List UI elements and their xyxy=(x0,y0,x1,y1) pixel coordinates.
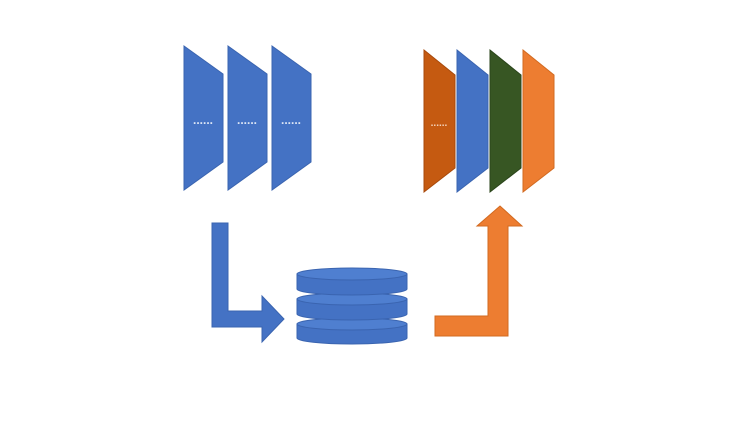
down-right-arrow xyxy=(211,222,285,344)
left-segment-3: ...... xyxy=(271,45,312,191)
right-segment-3 xyxy=(489,48,522,194)
left-segment-2: ...... xyxy=(227,45,268,191)
right-segment-1-ellipsis: ...... xyxy=(431,118,448,129)
database-icon xyxy=(296,267,408,345)
right-segment-1: ...... xyxy=(423,48,456,194)
left-segment-3-ellipsis: ...... xyxy=(281,113,301,127)
right-segment-2 xyxy=(456,48,489,194)
left-segment-1: ...... xyxy=(183,45,224,191)
right-segment-stack: ...... xyxy=(423,48,555,194)
left-segment-1-ellipsis: ...... xyxy=(193,113,213,127)
left-segment-stack: ...... ...... ...... xyxy=(183,45,312,191)
left-segment-2-ellipsis: ...... xyxy=(237,113,257,127)
right-segment-4 xyxy=(522,48,555,194)
right-up-arrow xyxy=(434,205,524,337)
